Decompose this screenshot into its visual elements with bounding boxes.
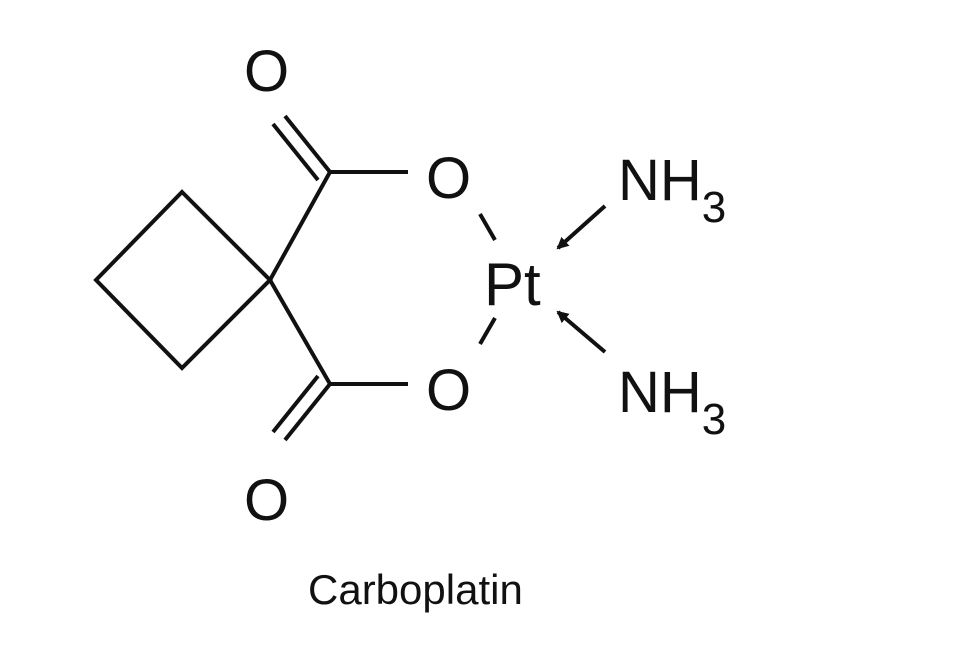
platinum: Pt <box>484 251 541 318</box>
ammine-top-subscript: 3 <box>702 183 726 232</box>
bond-c-to-top-carbonyl <box>270 172 330 280</box>
double-bond-bottom-a <box>285 384 330 440</box>
dative-arrow-bottom <box>558 312 605 352</box>
ammine-top: NH3 <box>618 148 726 232</box>
double-bond-top-b <box>273 124 318 180</box>
bond-top-o-to-pt <box>480 214 495 240</box>
double-bond-bottom-b <box>273 376 318 432</box>
double-bond-top-a <box>285 116 330 172</box>
ammine-bottom-subscript: 3 <box>702 395 726 444</box>
bond-c-to-bottom-carbonyl <box>270 280 330 384</box>
oxygen-bottom: O <box>244 468 289 533</box>
dative-arrow-top <box>558 206 605 248</box>
ammine-bottom: NH3 <box>618 360 726 444</box>
bond-bottom-o-to-pt <box>480 318 495 344</box>
oxygen-top: O <box>244 39 289 104</box>
oxygen-ester-top: O <box>426 146 471 211</box>
oxygen-ester-bottom: O <box>426 358 471 423</box>
figure-caption: Carboplatin <box>308 566 523 614</box>
ammine-bottom-base: NH <box>618 360 702 425</box>
ammine-top-base: NH <box>618 148 702 213</box>
cyclobutane-ring <box>96 192 270 368</box>
